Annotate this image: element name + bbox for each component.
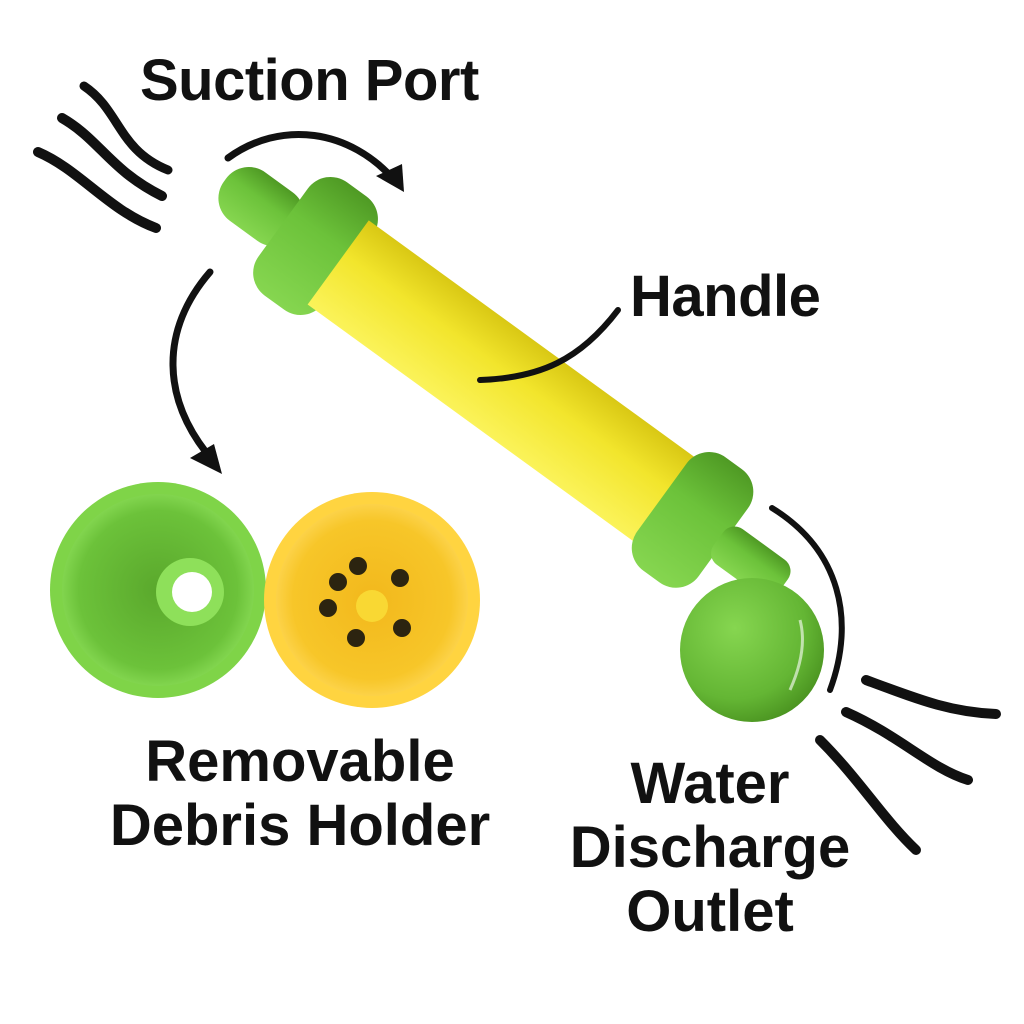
water-outlet-line-2: Discharge bbox=[569, 814, 851, 880]
yellow-debris-cup bbox=[264, 492, 480, 708]
handle-pointer-line bbox=[477, 307, 621, 383]
suction-motion-lines bbox=[33, 81, 173, 233]
top-collar bbox=[253, 176, 378, 316]
suction-arrowhead bbox=[376, 164, 404, 192]
debris-arrowhead bbox=[190, 444, 222, 474]
handle-tube bbox=[307, 220, 709, 552]
cup-center-hole bbox=[172, 572, 212, 612]
suction-arrow bbox=[224, 130, 400, 186]
suction-port-label: Suction Port bbox=[140, 48, 479, 113]
filter-holes bbox=[319, 557, 411, 647]
debris-holder-label: Removable Debris Holder bbox=[80, 730, 520, 858]
water-outlet-line-1: Water bbox=[630, 751, 790, 816]
water-outlet-line-3: Outlet bbox=[626, 878, 794, 944]
discharge-motion-lines bbox=[815, 675, 1001, 855]
debris-holder-line-1: Removable bbox=[145, 729, 455, 794]
bottom-collar bbox=[631, 452, 754, 588]
water-outlet-label: Water Discharge Outlet bbox=[560, 752, 860, 943]
outlet-arc bbox=[769, 505, 845, 693]
pump-tool bbox=[218, 166, 791, 598]
water-discharge-ball bbox=[680, 578, 824, 722]
debris-holder-line-2: Debris Holder bbox=[109, 792, 491, 858]
green-debris-cup bbox=[50, 482, 266, 698]
handle-label: Handle bbox=[630, 264, 821, 329]
outlet-neck bbox=[711, 526, 791, 598]
debris-arrow bbox=[169, 268, 218, 466]
